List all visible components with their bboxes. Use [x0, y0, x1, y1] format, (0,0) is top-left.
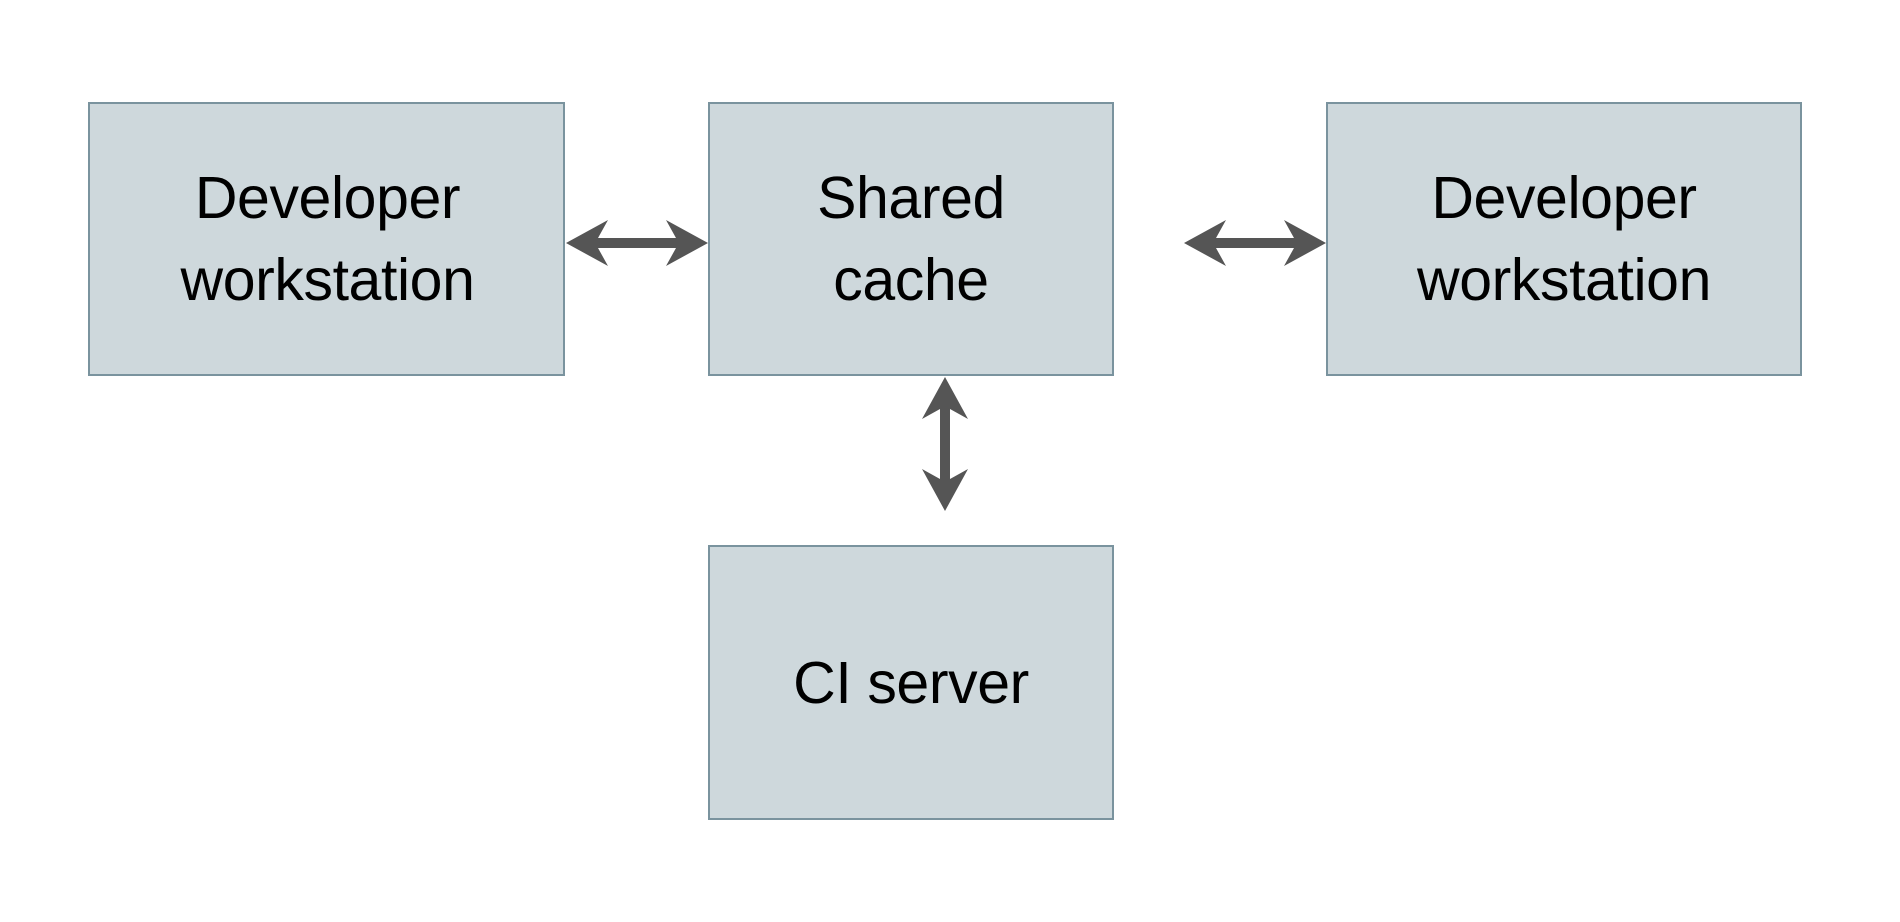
node-label: Shared cache — [817, 165, 1005, 313]
node-label: CI server — [793, 649, 1029, 716]
edge-shared-cache-dev-right — [1184, 220, 1326, 266]
arrow-double-vertical — [922, 377, 968, 511]
arrow-double-horizontal-right — [1184, 220, 1326, 266]
edge-dev-left-shared-cache — [566, 220, 708, 266]
node-developer-workstation-right[interactable]: Developer workstation — [1326, 102, 1802, 376]
node-ci-server[interactable]: CI server — [708, 545, 1114, 820]
edge-shared-cache-ci-server — [922, 377, 968, 511]
node-label: Developer workstation — [1417, 165, 1711, 313]
arrow-double-horizontal-left — [566, 220, 708, 266]
node-shared-cache[interactable]: Shared cache — [708, 102, 1114, 376]
node-developer-workstation-left[interactable]: Developer workstation — [88, 102, 565, 376]
node-label: Developer workstation — [180, 165, 475, 313]
